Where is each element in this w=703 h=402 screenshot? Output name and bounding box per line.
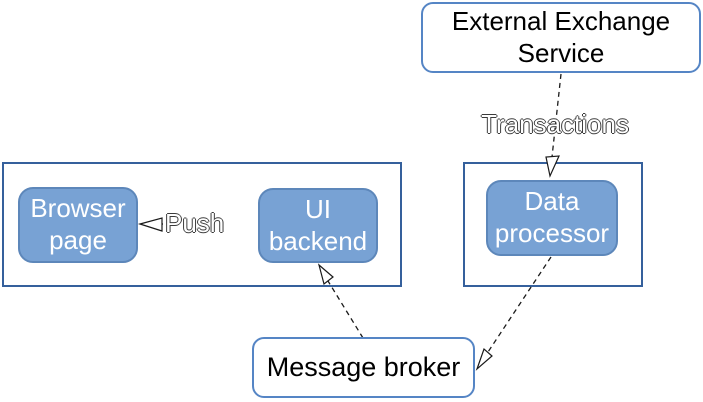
edge-label-push: Push <box>163 205 261 243</box>
node-data-processor-label-line1: Data <box>524 186 580 217</box>
node-message-broker: Message broker <box>252 337 475 398</box>
group-frontend-container <box>2 162 402 287</box>
arrowhead-data-processor-to-message-broker <box>475 347 493 371</box>
node-ui-backend-label-line2: backend <box>268 225 368 256</box>
node-data-processor: Data processor <box>486 180 618 256</box>
node-external-exchange-service-label-line2: Service <box>517 37 605 68</box>
node-browser-page-label-line1: Browser <box>30 193 126 224</box>
edge-label-transactions: Transactions <box>481 109 629 139</box>
node-message-broker-label: Message broker <box>266 352 461 383</box>
edge-message-broker-to-ui-backend <box>327 280 364 339</box>
node-browser-page: Browser page <box>18 187 138 263</box>
node-external-exchange-service: External Exchange Service <box>421 2 701 73</box>
node-browser-page-label-line2: page <box>49 225 107 255</box>
node-ui-backend-label-line1: UI <box>305 193 331 224</box>
node-data-processor-label-line2: processor <box>494 218 610 248</box>
node-ui-backend: UI backend <box>258 188 378 263</box>
node-external-exchange-service-label-line1: External Exchange <box>451 5 671 36</box>
